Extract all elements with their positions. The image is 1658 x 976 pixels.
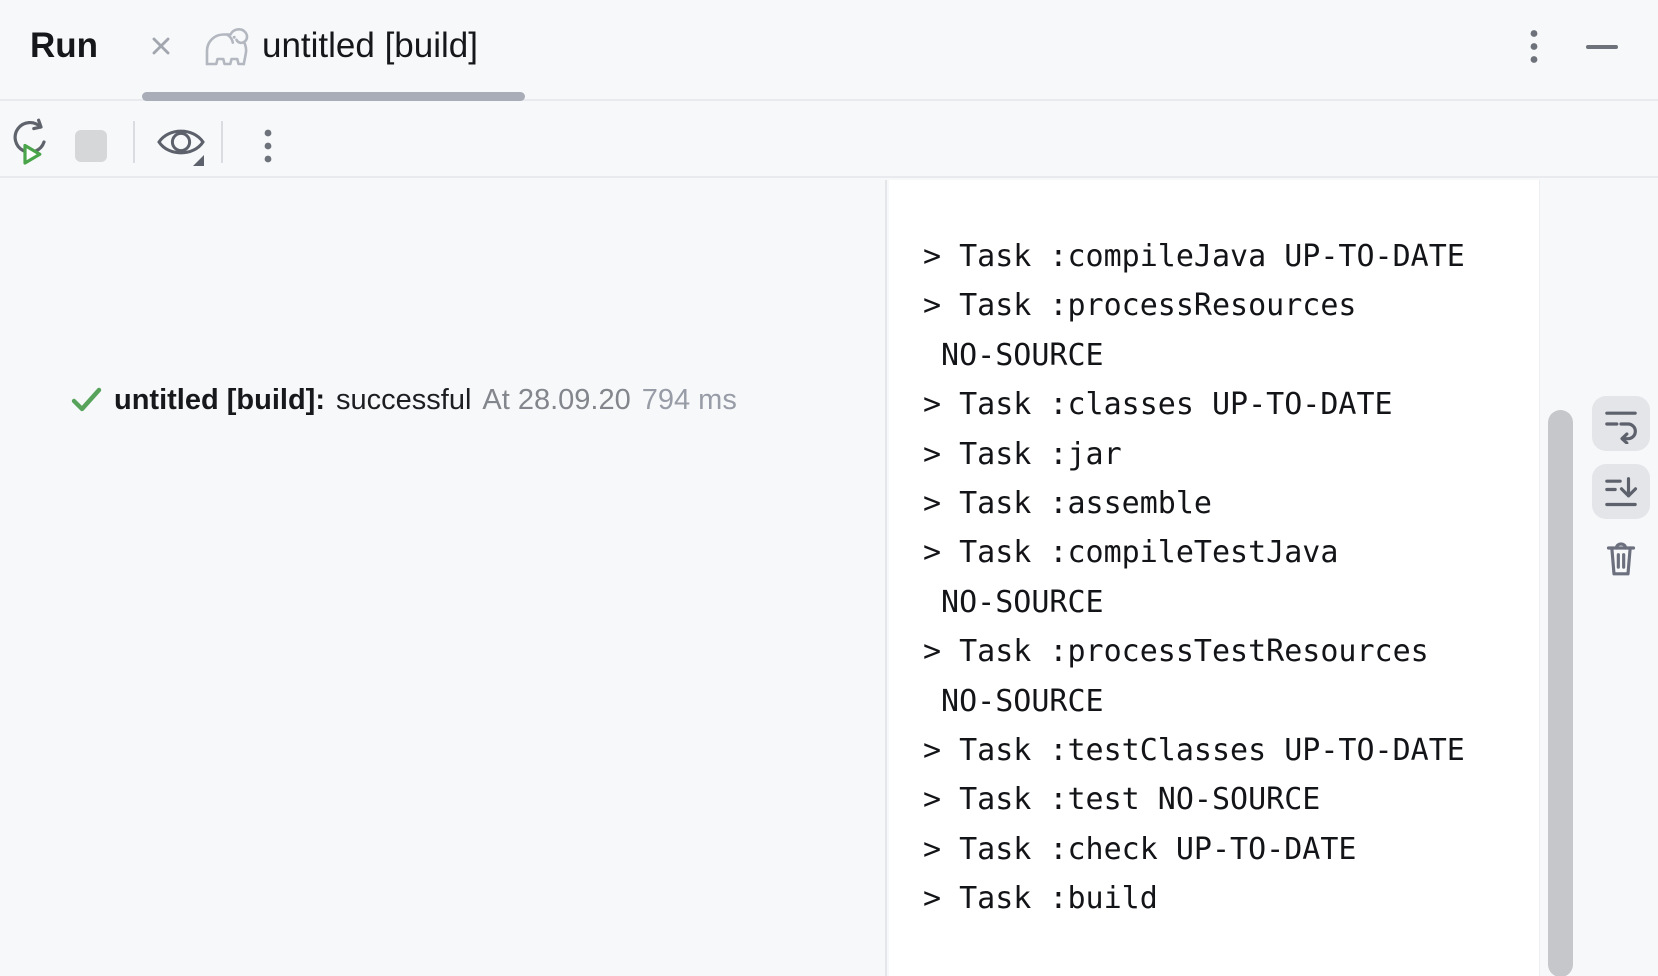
console-line: > Task :build xyxy=(923,881,1158,917)
toolbar-separator xyxy=(133,121,135,163)
console-line: > Task :jar xyxy=(923,436,1122,472)
soft-wrap-icon xyxy=(1605,411,1637,444)
console-line: > Task :check UP-TO-DATE xyxy=(923,831,1357,867)
console-line: > Task :processTestResources xyxy=(923,634,1429,670)
console-line: > Task :compileJava UP-TO-DATE xyxy=(923,239,1465,274)
selected-tab-underline xyxy=(142,92,525,101)
rerun-icon[interactable] xyxy=(6,115,48,167)
build-result-status: successful xyxy=(336,383,472,416)
run-toolbar xyxy=(0,103,1658,178)
console-line: > Task :classes UP-TO-DATE xyxy=(923,387,1393,423)
console-line: > Task :processResources xyxy=(923,288,1357,324)
clear-console-button[interactable] xyxy=(1600,534,1642,582)
vertical-scrollbar-thumb[interactable] xyxy=(1548,410,1573,976)
gradle-elephant-icon xyxy=(197,18,253,74)
build-result-row[interactable]: untitled [build]: successful At 28.09.20… xyxy=(70,377,737,423)
console-line: > Task :testClasses UP-TO-DATE xyxy=(923,733,1465,769)
console-line: > Task :test NO-SOURCE xyxy=(923,782,1321,818)
tool-window-header: Run untitled [build] xyxy=(0,0,1658,101)
kebab-menu-icon[interactable] xyxy=(1526,25,1542,68)
console-line: NO-SOURCE xyxy=(923,337,1104,373)
close-icon[interactable] xyxy=(148,33,174,59)
kebab-menu-icon[interactable] xyxy=(260,125,276,167)
success-check-icon xyxy=(70,386,103,414)
soft-wrap-button[interactable] xyxy=(1592,396,1650,451)
minimize-icon[interactable] xyxy=(1586,45,1618,49)
scroll-to-end-button[interactable] xyxy=(1592,464,1650,519)
build-result-timestamp: At 28.09.20 xyxy=(482,383,631,416)
trash-icon xyxy=(1606,542,1636,576)
run-content: untitled [build]: successful At 28.09.20… xyxy=(0,180,1658,976)
tab-run-configuration[interactable]: untitled [build] xyxy=(262,26,478,65)
build-result-title: untitled [build]: xyxy=(114,383,325,416)
console-side-strip xyxy=(1539,180,1658,976)
console-output[interactable]: > Task :compileJava UP-TO-DATE > Task :pr… xyxy=(889,180,1539,976)
console-line: > Task :compileTestJava xyxy=(923,535,1339,571)
build-tree-pane: untitled [build]: successful At 28.09.20… xyxy=(0,180,887,976)
stop-icon[interactable] xyxy=(75,130,107,162)
toolbar-separator xyxy=(221,121,223,163)
console-line: NO-SOURCE xyxy=(923,584,1104,620)
build-result-duration: 794 ms xyxy=(641,383,737,416)
console-line: > Task :assemble xyxy=(923,486,1212,522)
console-line: NO-SOURCE xyxy=(923,683,1104,719)
eye-dropdown-icon[interactable] xyxy=(156,123,206,167)
scroll-to-end-icon xyxy=(1605,476,1638,506)
tool-window-title: Run xyxy=(30,26,99,65)
